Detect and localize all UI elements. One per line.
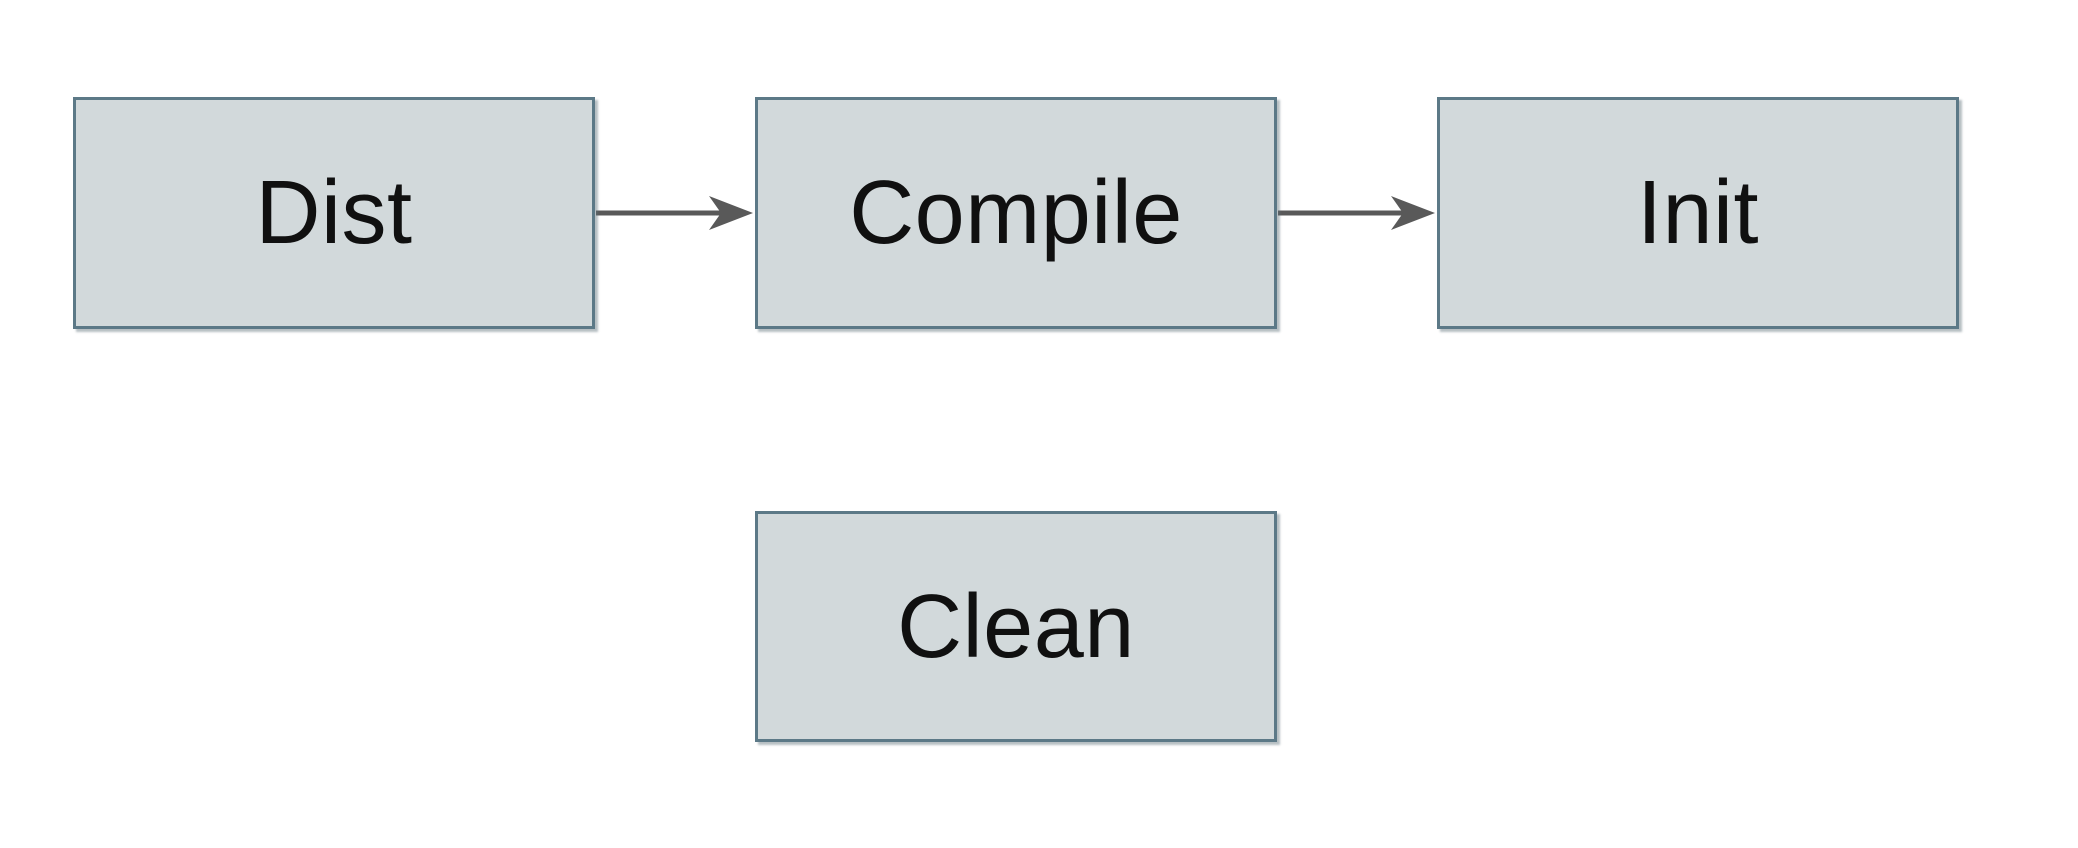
node-init: Init bbox=[1437, 97, 1959, 329]
node-dist: Dist bbox=[73, 97, 595, 329]
node-label: Compile bbox=[849, 163, 1183, 263]
node-compile: Compile bbox=[755, 97, 1277, 329]
arrow-dist-to-compile bbox=[596, 196, 753, 230]
arrowhead-icon bbox=[1391, 196, 1435, 230]
node-clean: Clean bbox=[755, 511, 1277, 742]
node-label: Dist bbox=[255, 163, 413, 263]
arrow-compile-to-init bbox=[1278, 196, 1435, 230]
arrowhead-icon bbox=[709, 196, 753, 230]
node-label: Init bbox=[1636, 163, 1760, 263]
node-label: Clean bbox=[897, 576, 1135, 677]
